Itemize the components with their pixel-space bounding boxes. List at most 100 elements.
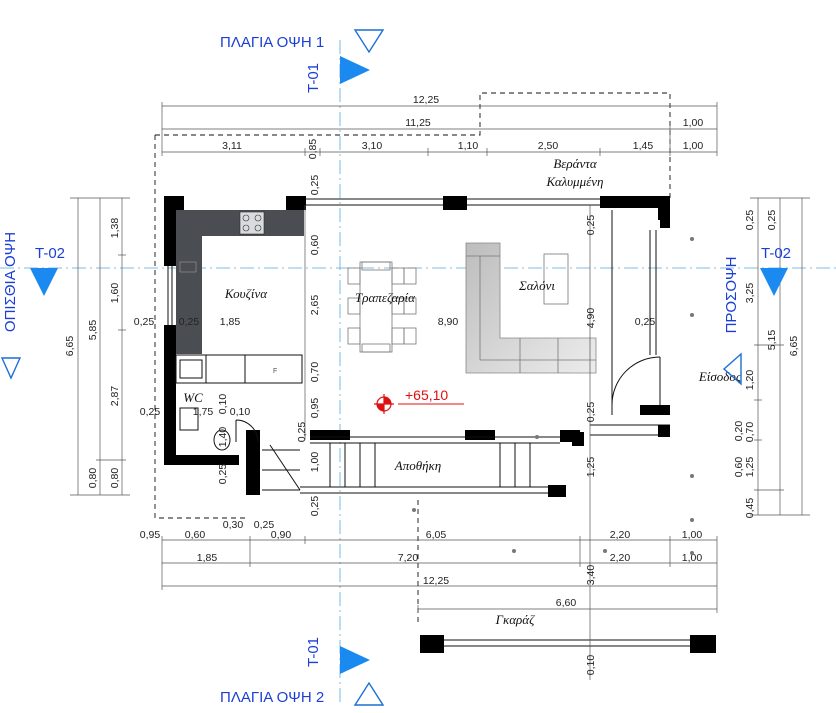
dimension-lines-right [750,197,810,516]
room-dining: Τραπεζαρία [355,290,416,305]
dining-table [347,261,417,353]
dim-inner-2-65: 2,65 [309,295,321,316]
section-arrow-top-icon [340,56,370,84]
dim-top-total: 12,25 [413,94,439,106]
section-rear-view: ΟΠΙΣΘΙΑ ΟΨΗ [2,232,19,332]
dim-inner-0-25-e: 0,25 [585,402,597,423]
dim-bottom-1-00-b: 1,00 [682,552,703,564]
dim-right-1-25: 1,25 [744,457,756,478]
dim-inner-0-25-g: 0,25 [179,316,200,328]
dim-inner-4-90: 4,90 [585,308,597,329]
section-arrow-bottom-icon [340,646,370,674]
dim-left-6-65: 6,65 [64,336,76,357]
dim-bottom-12-25: 12,25 [423,575,449,587]
dim-left-2-87: 2,87 [109,386,121,407]
dim-right-0-20: 0,20 [733,421,745,442]
dim-top-3-10: 3,10 [362,140,383,152]
section-tag-t01-bottom: T-01 [305,637,322,667]
section-side-view-2: ΠΛΑΓΙΑ ΟΨΗ 2 [220,689,324,706]
dim-inner-0-70: 0,70 [309,362,321,383]
dim-left-1-38: 1,38 [109,218,121,239]
dim-top-1-45: 1,45 [633,140,654,152]
section-tag-t01-top: T-01 [305,63,322,93]
dim-right-0-60: 0,60 [733,457,745,478]
dim-inner-0-25-f: 0,25 [134,316,155,328]
dim-top-1-00-a: 1,00 [683,117,704,129]
room-wc: WC [183,390,203,405]
kitchen-appliances: F [175,354,303,384]
dim-top-3-11: 3,11 [222,140,242,152]
room-kitchen: Κουζίνα [224,286,268,301]
dim-inner-1-25: 1,25 [585,457,597,478]
dim-inner-8-90: 8,90 [438,316,459,328]
dim-top-1-00-b: 1,00 [683,140,704,152]
section-arrow-right-icon [760,268,788,296]
dim-left-5-85: 5,85 [87,320,99,341]
room-storage: Αποθήκη [394,458,441,473]
dimension-lines-top [161,102,718,156]
fixture-dots [412,237,694,555]
dim-top-2-50: 2,50 [538,140,559,152]
dim-inner-0-25-j: 0,25 [217,464,229,485]
dim-inner-0-25-b: 0,25 [296,422,308,443]
dim-right-3-25: 3,25 [744,283,756,304]
dim-inner-0-95: 0,95 [309,398,321,419]
level-label: +65,10 [405,387,448,403]
dim-bottom-1-85: 1,85 [197,552,218,564]
dim-top-0-85: 0,85 [307,139,319,160]
dim-inner-0-25-c: 0,25 [309,496,321,517]
section-front-view: ΠΡΟΣΟΨΗ [723,257,740,334]
dim-bottom-0-95: 0,95 [140,529,161,541]
dimension-lines-left [70,197,130,496]
walls [164,196,716,653]
dim-bottom-1-00-a: 1,00 [682,529,703,541]
dim-bottom-2-20-a: 2,20 [610,529,631,541]
room-garage: Γκαράζ [495,612,536,627]
svg-text:F: F [273,368,277,375]
room-living: Σαλόνι [518,278,555,293]
dim-bottom-0-25: 0,25 [254,519,275,531]
roof-outline-top [155,92,671,200]
dim-right-0-25-a: 0,25 [744,210,756,231]
dim-bottom-6-05: 6,05 [426,529,447,541]
level-marker-icon [374,394,464,414]
dim-inner-0-25-h: 0,25 [635,316,656,328]
section-marker-hollow-top-icon [353,29,385,54]
section-marker-hollow-bottom-icon [353,681,385,706]
dim-inner-0-25-a: 0,25 [309,175,321,196]
entrance-door [611,356,661,406]
dim-inner-0-25-i: 0,25 [140,406,161,418]
section-arrow-left-icon [30,268,58,296]
dim-left-1-60: 1,60 [109,283,121,304]
dim-inner-0-10: 0,10 [585,655,597,676]
dim-top-11-25: 11,25 [405,117,431,129]
dim-inner-0-10-a: 0,10 [230,406,251,418]
dimension-lines-bottom [161,536,718,613]
dim-bottom-0-60: 0,60 [185,529,206,541]
dim-bottom-7-20: 7,20 [398,552,419,564]
dim-right-0-25-b: 0,25 [766,210,778,231]
dim-left-0-80-b: 0,80 [109,468,121,489]
dim-right-1-20: 1,20 [744,370,756,391]
dim-inner-1-85: 1,85 [220,316,241,328]
section-marker-hollow-right-icon [722,352,742,386]
section-tag-t02-left: T-02 [35,245,65,262]
dim-inner-0-60: 0,60 [309,235,321,256]
room-veranda-line1: Βεράντα [553,156,598,171]
dim-right-0-70: 0,70 [744,422,756,443]
dim-inner-1-00: 1,00 [309,452,321,473]
dim-bottom-0-30: 0,30 [223,519,244,531]
dim-right-5-15: 5,15 [766,330,778,351]
dim-inner-0-10-b: 0,10 [217,394,229,415]
dim-top-1-10: 1,10 [458,140,479,152]
room-veranda-line2: Καλυμμένη [546,174,604,189]
stairs [262,443,531,491]
dim-inner-1-75: 1,75 [193,406,214,418]
section-tag-t02-right: T-02 [761,245,791,262]
dim-bottom-2-20-b: 2,20 [610,552,631,564]
dim-inner-0-25-d: 0,25 [585,215,597,236]
dim-right-6-65: 6,65 [788,336,800,357]
dim-bottom-0-90: 0,90 [271,529,292,541]
dim-bottom-6-60: 6,60 [556,597,577,609]
living-sofa [465,242,597,374]
